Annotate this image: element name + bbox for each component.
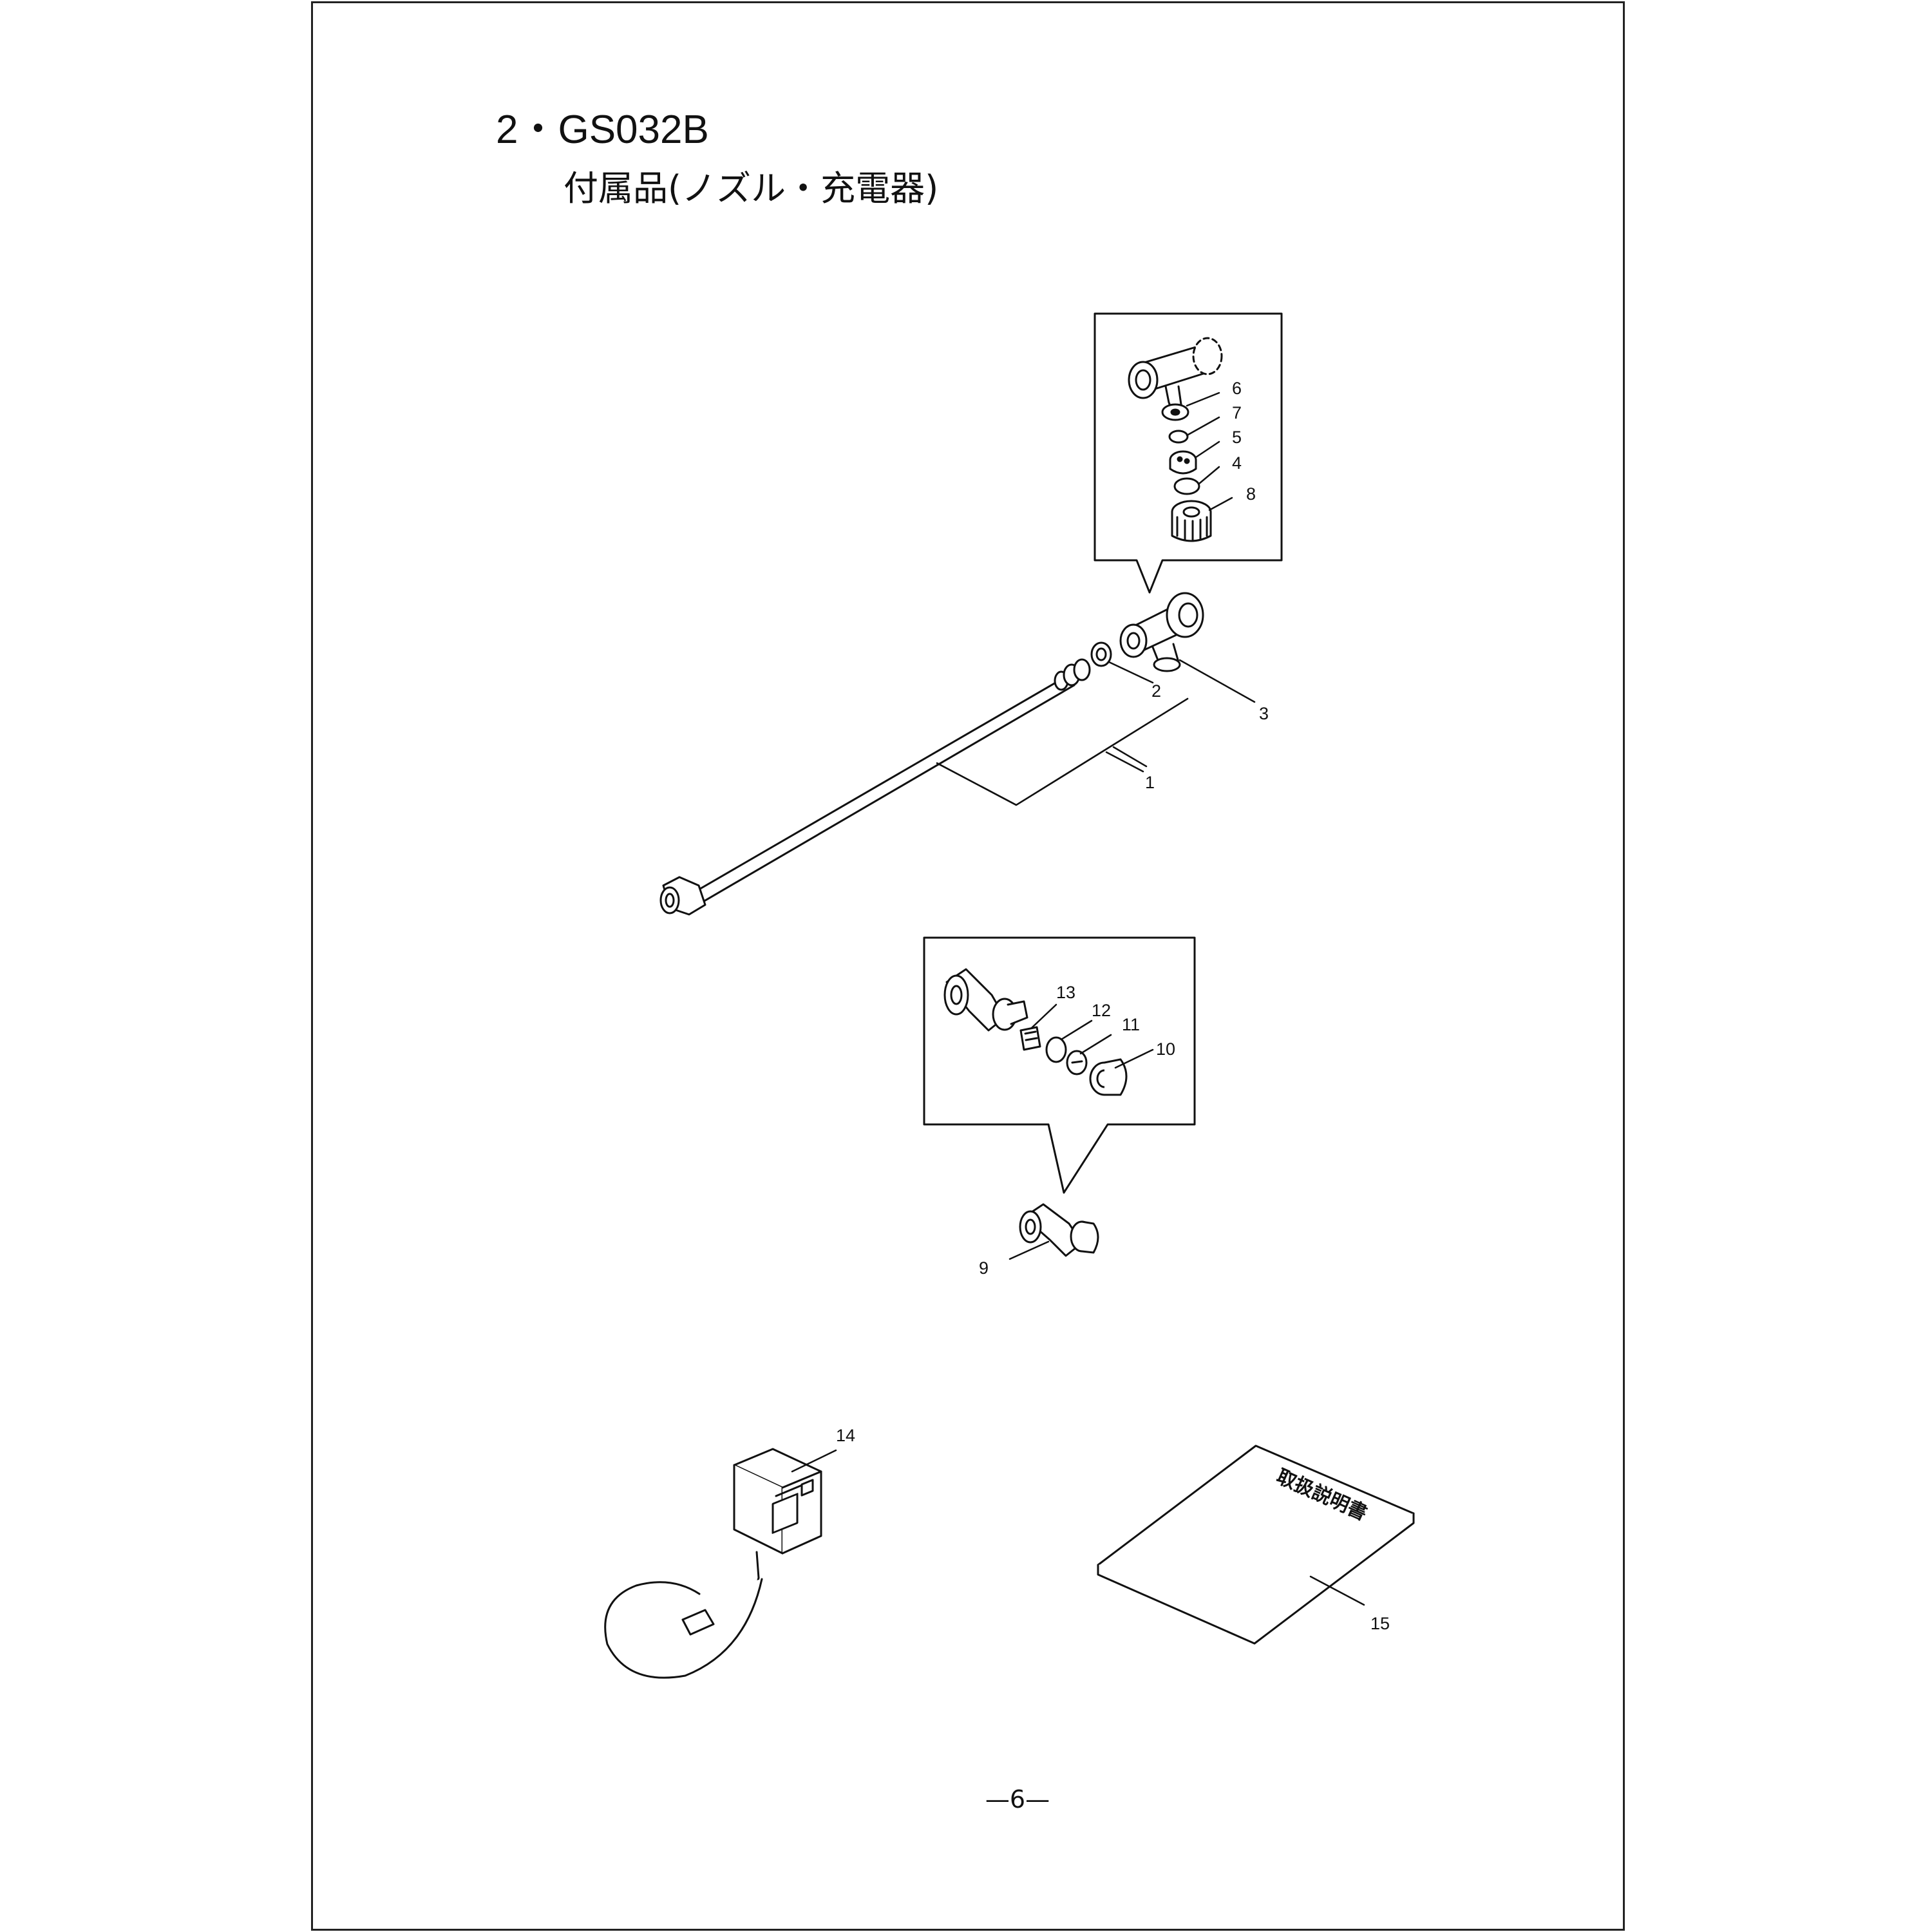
inset2-leader-lines: [1030, 1003, 1154, 1069]
callout-4: 4: [1232, 453, 1242, 473]
callout-12: 12: [1092, 1001, 1111, 1020]
callout-3: 3: [1259, 704, 1269, 723]
part-11-tip: [1066, 1050, 1088, 1075]
callout-13: 13: [1056, 983, 1075, 1002]
callout-11: 11: [1122, 1015, 1140, 1034]
callout-15: 15: [1370, 1614, 1390, 1633]
nozzle-t-body-detail: [1128, 337, 1223, 411]
part-10-cap-nut: [1089, 1058, 1128, 1096]
part-1-pipe: [659, 658, 1091, 916]
part-9-elbow-nozzle: 9: [979, 1203, 1099, 1278]
part-4-disc: [1173, 477, 1200, 495]
callout-6: 6: [1232, 379, 1242, 398]
part-12-o-ring: [1045, 1036, 1067, 1063]
nozzle-head-detail-inset: 6 7 5 4 8: [1094, 312, 1283, 594]
part-7-o-ring: [1168, 430, 1189, 444]
callout-10: 10: [1156, 1039, 1175, 1059]
page-number: —6—: [985, 1785, 1050, 1814]
callout-9: 9: [979, 1258, 989, 1278]
callout-2: 2: [1151, 681, 1161, 701]
part-14-charger: 14: [604, 1426, 855, 1679]
part-13-filter: [1019, 1026, 1041, 1051]
section-subtitle: 付属品(ノズル・充電器): [564, 168, 939, 209]
elbow-body-detail: [943, 968, 1028, 1032]
inset-leader-lines: [1186, 392, 1233, 511]
elbow-nozzle-detail-inset: 13 12 11 10: [923, 936, 1196, 1194]
pipe-leader-lines: [936, 659, 1256, 806]
part-3-t-nozzle: [1119, 592, 1204, 672]
callout-1: 1: [1145, 773, 1155, 792]
spray-pipe-assembly: 2 3 1: [659, 592, 1269, 916]
part-8-cap-nut: [1171, 500, 1212, 542]
callout-7: 7: [1232, 403, 1242, 422]
part-15-instruction-manual: 取扱説明書 15: [1097, 1444, 1415, 1645]
part-5-core: [1169, 450, 1197, 475]
callout-8: 8: [1246, 484, 1256, 504]
callout-5: 5: [1232, 428, 1242, 447]
part-2-washer: [1090, 641, 1112, 667]
callout-14: 14: [836, 1426, 855, 1445]
section-title: 2・GS032B: [496, 108, 709, 152]
